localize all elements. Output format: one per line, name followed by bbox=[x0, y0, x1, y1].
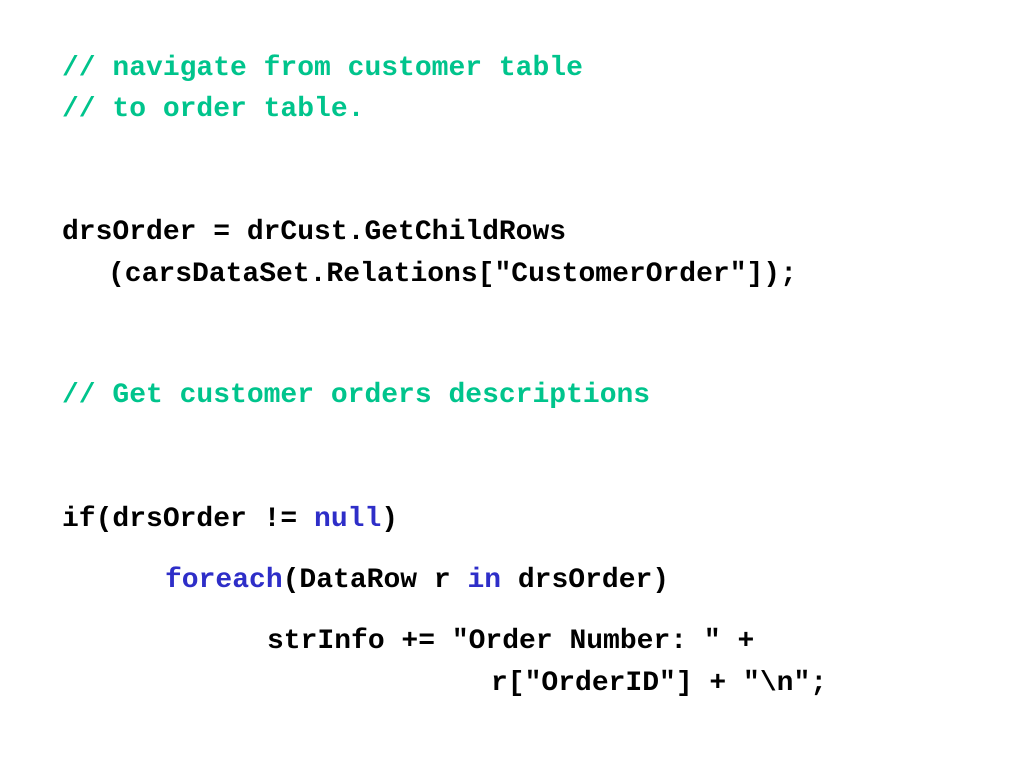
if-close-paren: ) bbox=[381, 504, 399, 535]
comment-navigate-line-2: // to order table. bbox=[62, 94, 365, 125]
foreach-collection-text: drsOrder) bbox=[501, 565, 670, 596]
in-keyword: in bbox=[467, 565, 502, 596]
foreach-keyword: foreach bbox=[165, 565, 283, 596]
foreach-statement-line: foreach(DataRow r in drsOrder) bbox=[165, 564, 669, 598]
assignment-line-1: drsOrder = drCust.GetChildRows bbox=[62, 217, 567, 248]
foreach-declaration-text: (DataRow r bbox=[282, 565, 468, 596]
assignment-line-2: (carsDataSet.Relations["CustomerOrder"])… bbox=[108, 259, 797, 290]
strinfo-line-2: r["OrderID"] + "\n"; bbox=[491, 668, 828, 699]
comment-get-orders: // Get customer orders descriptions bbox=[62, 380, 651, 411]
if-statement-line: if(drsOrder != null) bbox=[62, 503, 398, 537]
strinfo-line-1: strInfo += "Order Number: " + bbox=[267, 626, 755, 657]
comment-navigate-line-1: // navigate from customer table bbox=[62, 53, 583, 84]
null-keyword: null bbox=[314, 504, 382, 535]
if-condition-text: if(drsOrder != bbox=[62, 504, 315, 535]
